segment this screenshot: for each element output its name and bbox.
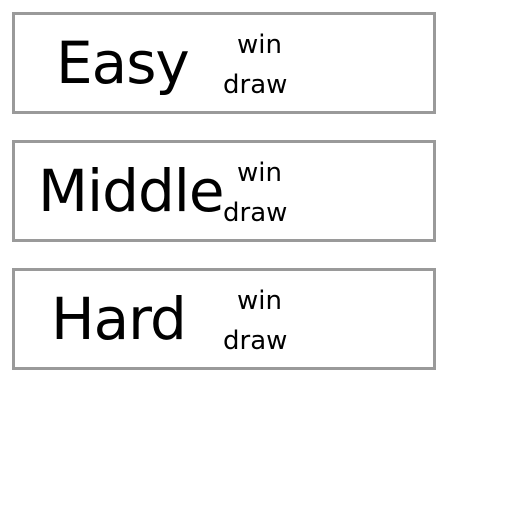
level-button-hard[interactable]: Hard win draw <box>12 268 436 370</box>
draw-label: draw <box>223 326 288 356</box>
level-name: Easy <box>56 29 190 97</box>
win-label: win <box>237 286 282 316</box>
level-name: Middle <box>38 157 225 225</box>
level-button-middle[interactable]: Middle win draw <box>12 140 436 242</box>
win-label: win <box>237 30 282 60</box>
win-label: win <box>237 158 282 188</box>
level-button-easy[interactable]: Easy win draw <box>12 12 436 114</box>
draw-label: draw <box>223 70 288 100</box>
level-name: Hard <box>51 285 187 353</box>
draw-label: draw <box>223 198 288 228</box>
